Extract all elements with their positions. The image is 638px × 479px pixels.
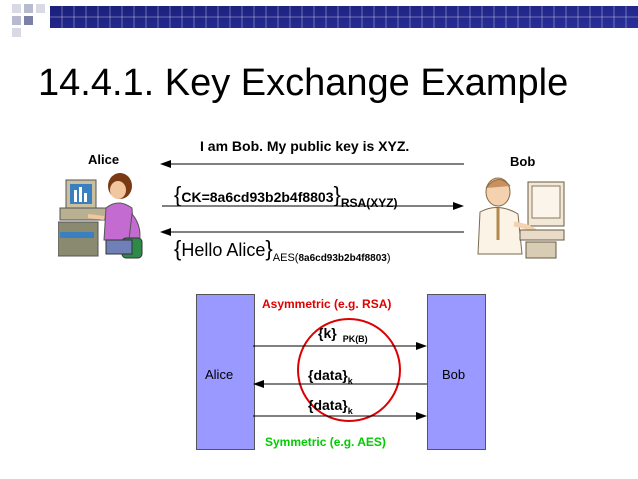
key-message: {k} PK(B) xyxy=(318,325,368,344)
key-message-text: {k} xyxy=(318,325,337,341)
data-message-2: {data}k xyxy=(308,397,353,416)
data-message-1-text: {data} xyxy=(308,367,348,383)
message-3-close-brace: } xyxy=(265,236,273,261)
key-message-subscript: PK(B) xyxy=(342,334,368,344)
key-arrow xyxy=(253,342,427,350)
message-3-subscript-key: 8a6cd93b2b4f8803 xyxy=(298,253,387,264)
symmetric-label: Symmetric (e.g. AES) xyxy=(265,435,386,449)
message-1-text: I am Bob. My public key is XYZ. xyxy=(200,138,410,154)
message-2-close-brace: } xyxy=(333,182,341,207)
woman-at-computer-icon xyxy=(58,173,143,259)
bob-label: Bob xyxy=(510,154,536,169)
message-3-subscript-suffix: ) xyxy=(386,252,391,264)
bob-box: Bob xyxy=(427,294,486,450)
data-arrow-1 xyxy=(253,380,427,388)
message-3-subscript-prefix: AES( xyxy=(272,252,299,264)
slide-title: 14.4.1. Key Exchange Example xyxy=(38,62,569,104)
message-3-content: Hello Alice xyxy=(181,240,266,260)
data-arrow-2 xyxy=(253,412,427,420)
data-message-2-subscript: k xyxy=(347,406,353,416)
red-ellipse xyxy=(297,318,401,422)
message-3-arrow xyxy=(160,228,464,236)
bob-box-label: Bob xyxy=(442,367,466,382)
header-decoration xyxy=(12,4,638,37)
data-message-1: {data}k xyxy=(308,367,353,386)
alice-box: Alice xyxy=(196,294,255,450)
message-2-content: CK=8a6cd93b2b4f8803 xyxy=(181,189,334,205)
man-at-computer-icon xyxy=(477,177,565,259)
alice-box-label: Alice xyxy=(205,367,234,382)
message-2-open-brace: { xyxy=(174,182,182,207)
message-3: {Hello Alice}AES(8a6cd93b2b4f8803) xyxy=(174,236,391,264)
message-1-arrow xyxy=(160,160,464,168)
message-3-open-brace: { xyxy=(174,236,182,261)
data-message-2-text: {data} xyxy=(308,397,348,413)
asymmetric-label: Asymmetric (e.g. RSA) xyxy=(262,297,392,311)
message-2-arrow xyxy=(162,202,464,210)
alice-label: Alice xyxy=(88,152,120,167)
data-message-1-subscript: k xyxy=(347,376,353,386)
